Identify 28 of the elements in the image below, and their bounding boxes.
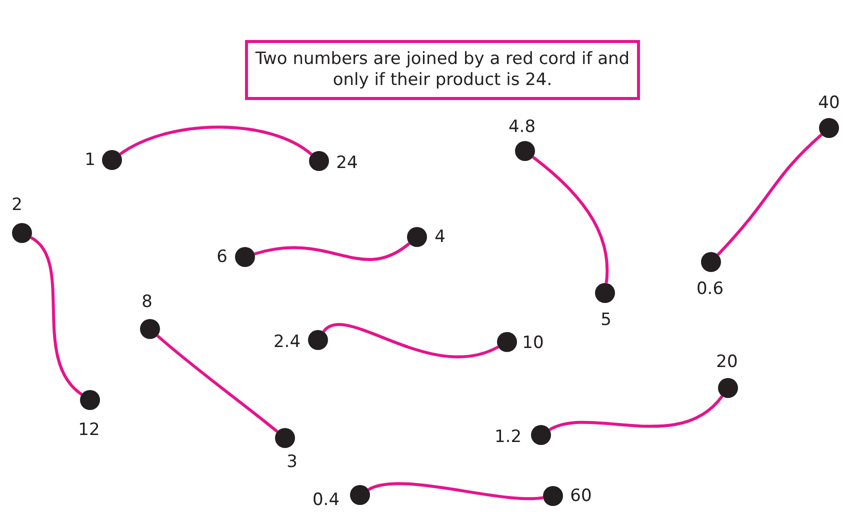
cord (532, 156, 609, 284)
number-label: 4 (434, 227, 446, 247)
number-label: 2 (12, 195, 22, 215)
cord (30, 236, 83, 396)
number-label: 0.4 (312, 490, 340, 510)
number-label: 0.6 (696, 279, 724, 299)
title-box: Two numbers are joined by a red cord if and only if their product is 24. (245, 40, 640, 100)
number-label: 2.4 (273, 332, 301, 352)
number-label: 1 (84, 150, 96, 170)
cord (254, 242, 410, 261)
cord (716, 134, 823, 256)
number-label: 8 (142, 292, 152, 312)
number-label: 12 (78, 420, 100, 440)
number-label: 5 (600, 310, 612, 330)
number-label: 3 (286, 452, 298, 472)
number-label: 6 (216, 247, 228, 267)
number-label: 1.2 (494, 427, 522, 447)
number-label: 4.8 (508, 117, 536, 137)
cord (548, 395, 724, 432)
cord (156, 334, 278, 433)
number-label: 20 (716, 352, 738, 372)
number-label: 24 (336, 153, 358, 173)
number-label: 40 (818, 93, 840, 113)
number-label: 10 (522, 333, 544, 353)
cord (322, 323, 499, 358)
number-label: 60 (570, 486, 592, 506)
cord (119, 126, 312, 156)
cord (368, 482, 544, 500)
